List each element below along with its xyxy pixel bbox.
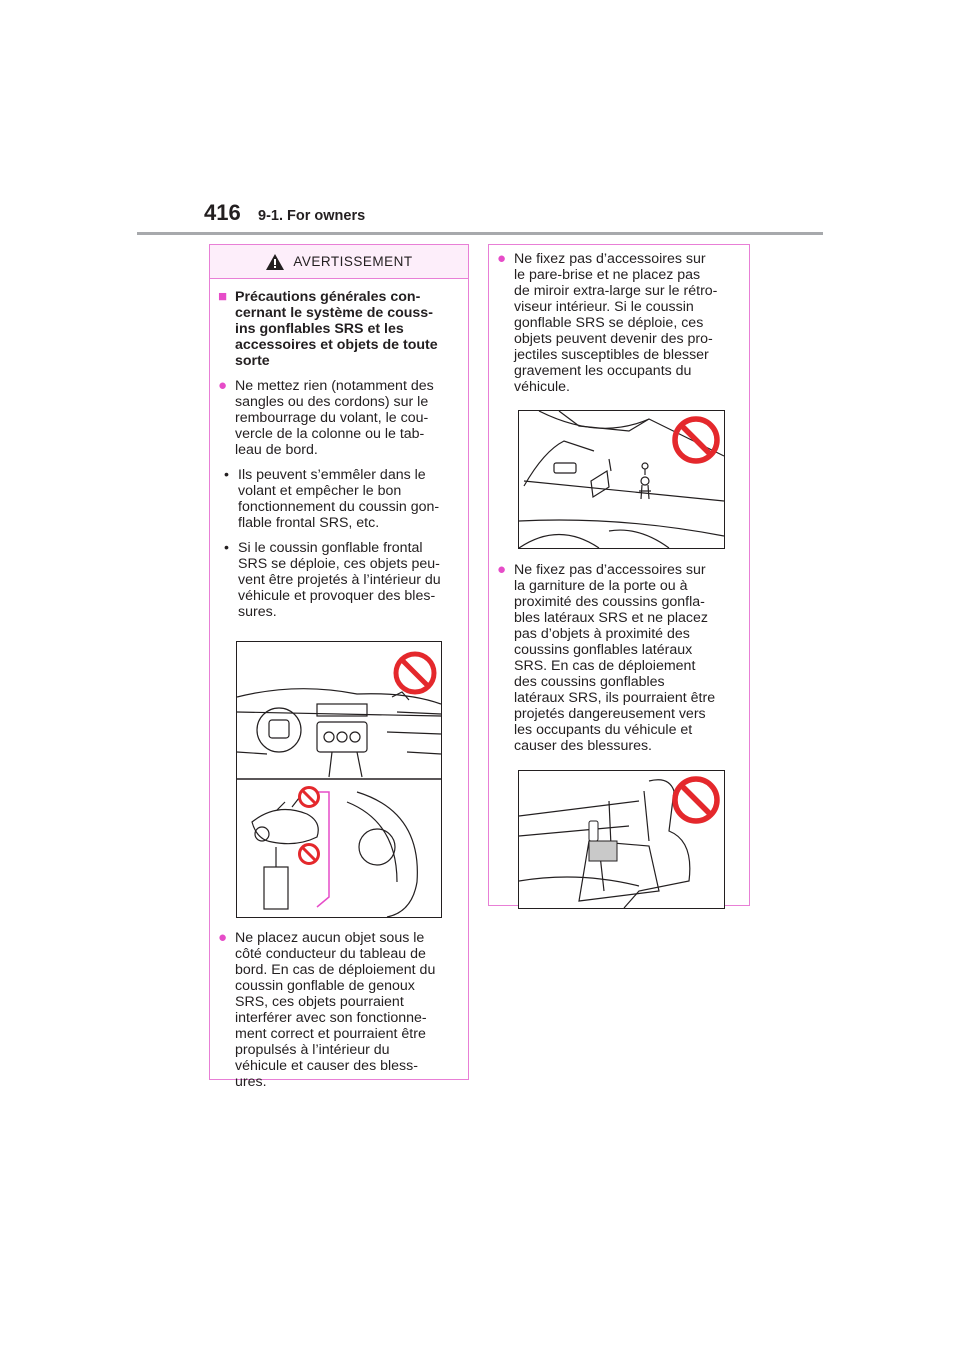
text-line: rembourrage du volant, le cou- (235, 410, 429, 426)
prohibition-sign-icon (672, 416, 720, 464)
list-item: ● Ne mettez rien (notamment des sangles … (218, 377, 460, 459)
text-line: latéraux SRS, ils pourraient être (514, 690, 716, 706)
text-line: SRS se déploie, ces objets peu- (238, 556, 440, 572)
sub-bullet: • Ils peuvent s’emmêler dans le volant e… (218, 467, 460, 531)
warning-heading: ■ Précautions générales con- cernant le … (218, 288, 460, 370)
text-line: objets peuvent devenir des pro- (514, 331, 713, 347)
list-item: ● Ne fixez pas d’accessoires sur le pare… (497, 250, 741, 396)
text-line: des coussins gonflables (514, 674, 665, 690)
heading-line: ins gonflables SRS et les (235, 321, 404, 337)
seat-drawing (519, 779, 691, 908)
text-line: flable frontal SRS, etc. (238, 515, 380, 531)
prohibition-sign-icon (298, 843, 320, 865)
text-line: propulsés à l’intérieur du (235, 1042, 390, 1058)
warning-triangle-icon (266, 253, 285, 270)
circle-bullet-icon: ● (218, 929, 228, 946)
text-line: gonflable SRS se déploie, ces (514, 315, 704, 331)
text-line: Ne fixez pas d’accessoires sur (514, 251, 706, 267)
heading-line: sorte (235, 353, 270, 369)
text-line: ment correct et pourraient être (235, 1026, 426, 1042)
text-line: fonctionnement du coussin gon- (238, 499, 440, 515)
text-line: viseur intérieur. Si le coussin (514, 299, 694, 315)
seat-illustration (518, 770, 725, 909)
prohibition-sign-icon (393, 651, 437, 695)
circle-bullet-icon: ● (497, 250, 507, 267)
text-line: Ils peuvent s’emmêler dans le (238, 467, 426, 483)
text-line: gravement les occupants du (514, 363, 692, 379)
text-line: ures. (235, 1074, 267, 1090)
list-item: ● Ne fixez pas d’accessoires sur la garn… (497, 561, 741, 755)
text-line: vercle de la colonne ou le tab- (235, 426, 425, 442)
text-line: jectiles susceptibles de blesser (514, 347, 709, 363)
heading-line: accessoires et objets de toute (235, 337, 438, 353)
dashboard-illustration (236, 641, 442, 918)
text-line: projetés dangereusement vers (514, 706, 706, 722)
circle-bullet-icon: ● (497, 561, 507, 578)
dot-bullet-icon: • (224, 467, 229, 483)
heading-line: cernant le système de couss- (235, 305, 433, 321)
text-line: sangles ou des cordons) sur le (235, 394, 429, 410)
text-line: bord. En cas de déploiement du (235, 962, 436, 978)
prohibition-sign-icon (672, 776, 720, 824)
text-line: la garniture de la porte ou à (514, 578, 688, 594)
text-line: Si le coussin gonflable frontal (238, 540, 423, 556)
sub-bullet: • Si le coussin gonflable frontal SRS se… (218, 540, 460, 620)
text-line: véhicule et provoquer des bles- (238, 588, 436, 604)
warning-title: AVERTISSEMENT (293, 254, 413, 269)
text-line: volant et empêcher le bon (238, 483, 402, 499)
text-line: le pare-brise et ne placez pas (514, 267, 701, 283)
text-line: les occupants du véhicule et (514, 722, 693, 738)
list-item: ● Ne placez aucun objet sous le côté con… (218, 929, 460, 1091)
windshield-drawing (519, 411, 724, 548)
dashboard-drawing (237, 688, 441, 917)
section-title: 9-1. For owners (258, 208, 366, 224)
warning-header: AVERTISSEMENT (210, 245, 468, 279)
text-line: Ne fixez pas d’accessoires sur (514, 562, 706, 578)
text-line: coussin gonflable de genoux (235, 978, 415, 994)
square-bullet-icon: ■ (218, 288, 228, 305)
text-line: côté conducteur du tableau de (235, 946, 426, 962)
text-line: véhicule. (514, 379, 570, 395)
warning-box-right: ● Ne fixez pas d’accessoires sur le pare… (488, 244, 750, 909)
text-line: sures. (238, 604, 277, 620)
prohibition-sign-icon (298, 786, 320, 808)
text-line: vent être projetés à l’intérieur du (238, 572, 441, 588)
dot-bullet-icon: • (224, 540, 229, 556)
text-line: Ne mettez rien (notamment des (235, 378, 434, 394)
heading-line: Précautions générales con- (235, 289, 421, 305)
text-line: bles latéraux SRS et ne placez (514, 610, 709, 626)
warning-box-left: AVERTISSEMENT ■ Précautions générales co… (209, 244, 469, 1090)
text-line: pas d’objets à proximité des (514, 626, 690, 642)
text-line: causer des blessures. (514, 738, 653, 754)
page-number: 416 (204, 200, 241, 225)
text-line: SRS. En cas de déploiement (514, 658, 696, 674)
text-line: proximité des coussins gonfla- (514, 594, 705, 610)
text-line: de miroir extra-large sur le rétro- (514, 283, 718, 299)
windshield-illustration (518, 410, 725, 549)
text-line: interférer avec son fonctionne- (235, 1010, 427, 1026)
header-rule (137, 232, 823, 235)
text-line: leau de bord. (235, 442, 318, 458)
circle-bullet-icon: ● (218, 377, 228, 394)
text-line: SRS, ces objets pourraient (235, 994, 404, 1010)
text-line: coussins gonflables latéraux (514, 642, 693, 658)
text-line: véhicule et causer des bless- (235, 1058, 418, 1074)
text-line: Ne placez aucun objet sous le (235, 930, 425, 946)
